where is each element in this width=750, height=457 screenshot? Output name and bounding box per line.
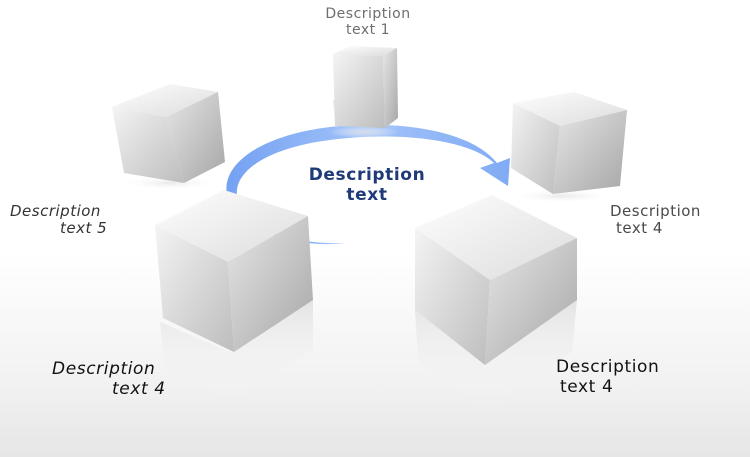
label-left: Description text 5: [10, 202, 108, 238]
center-title-line2: text: [346, 184, 388, 205]
label-bottom-right: Description text 4: [556, 357, 660, 397]
label-bottom-right-line2: text 4: [560, 376, 614, 397]
cube-top: [328, 46, 400, 138]
cube-bottom-right: [415, 195, 577, 410]
label-bottom-left-line1: Description: [52, 359, 156, 379]
center-title: Description text: [272, 165, 462, 205]
center-title-line1: Description: [308, 165, 426, 185]
label-bottom-right-line1: Description: [556, 357, 660, 377]
label-right: Description text 4: [610, 202, 701, 238]
label-top-line2: text 1: [346, 22, 390, 39]
label-left-line2: text 5: [60, 219, 108, 238]
label-left-line1: Description: [10, 202, 101, 220]
label-right-line2: text 4: [616, 219, 663, 238]
label-bottom-left-line2: text 4: [112, 378, 166, 399]
label-bottom-left: Description text 4: [52, 359, 166, 399]
label-right-line1: Description: [610, 202, 701, 220]
cube-top-right: [510, 92, 627, 203]
label-top-line1: Description: [325, 6, 411, 22]
cube-bottom-left: [155, 190, 313, 400]
cube-top-left: [112, 84, 225, 190]
label-top: Description text 1: [312, 6, 424, 38]
